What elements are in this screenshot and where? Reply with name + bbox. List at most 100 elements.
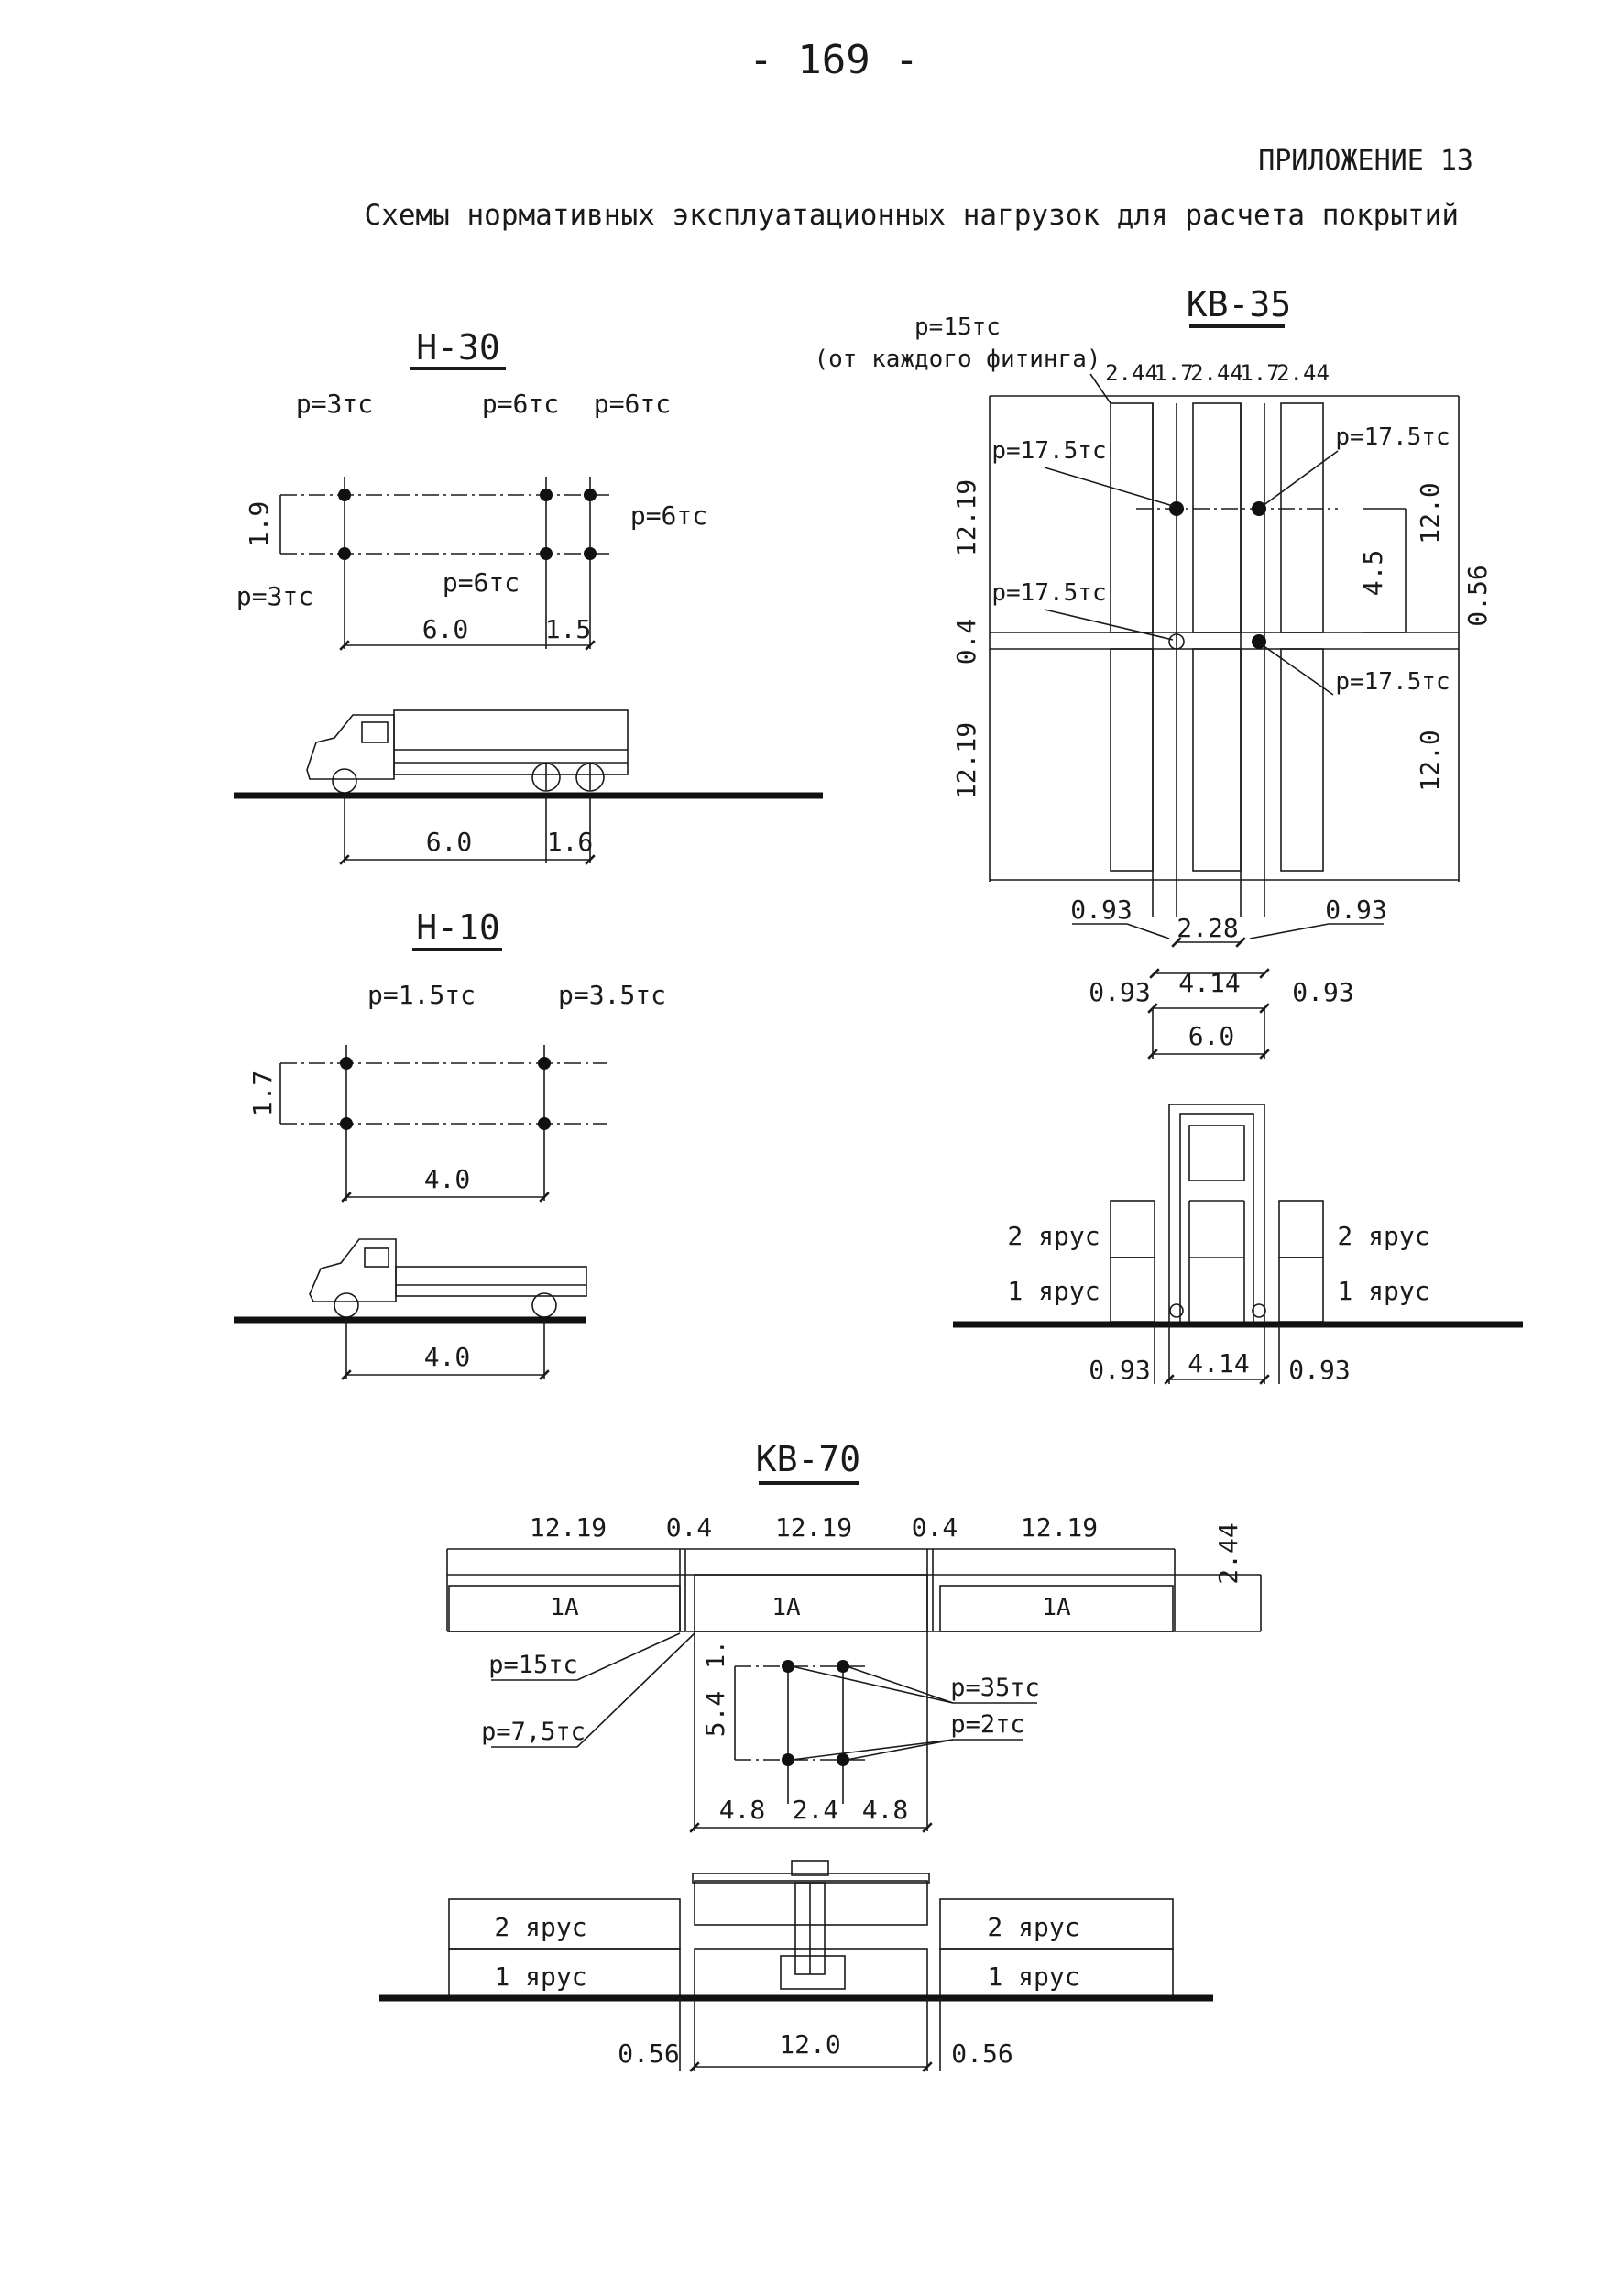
kb70-elevation [448,1860,1174,1997]
kb70-load-point [837,1660,849,1673]
kb70-tier2-left: 2 ярус [494,1912,586,1942]
h10-truck-icon [309,1238,587,1318]
h10-title: Н-10 [416,907,500,948]
kb70-dim-vert-big: 5.4 [700,1691,730,1738]
h30-truck-base: 6.0 [426,827,473,857]
h10-wheel-point [538,1117,551,1130]
h30-truck-axle: 1.6 [547,827,594,857]
kb35-container [1280,402,1324,633]
kb35-elevation [1110,1104,1324,1324]
h30-load-top-left: p=3тс [296,389,373,419]
kb70-top-dim: 0.4 [666,1512,713,1543]
kb35-container [1110,648,1154,872]
h30-scheme: Н-30 p=3тс p=6тс p=6тс p=6тс p=3тс p=6тс… [234,327,823,865]
kb35-top-dim: 2.44 [1190,360,1243,386]
h30-wheel-point [338,547,351,560]
h30-load-top-right: p=6тс [594,389,671,419]
kb35-container-stack [1110,1257,1155,1323]
kb35-title: КВ-35 [1187,284,1291,324]
kb35-dim-len-bottom: 12.19 [951,722,981,799]
kb35-wheel-load: p=17.5тс [991,579,1106,607]
kb70-top-dim: 12.19 [775,1512,852,1543]
kb35-dim-60: 6.0 [1188,1021,1235,1051]
kb70-load-point [837,1753,849,1766]
h10-wheel-point [538,1057,551,1070]
kb35-crane-frame [1168,1104,1265,1324]
kb35-tier1-right: 1 ярус [1337,1276,1429,1306]
kb35-fitting-load: p=15тс [914,313,1001,341]
h10-dim-width: 1.7 [247,1071,278,1117]
kb35-container [1192,648,1242,872]
kb35-dim-right-mid: 4.5 [1358,550,1388,597]
kb35-dim-093-b-right: 0.93 [1292,977,1353,1007]
kb35-dim-right-gap: 0.56 [1462,565,1493,626]
appendix-label: ПРИЛОЖЕНИЕ 13 [1258,145,1473,177]
h30-load-bottom-left: p=3тс [236,581,313,611]
kb70-title: КВ-70 [756,1439,860,1479]
kb35-fitting-note: (от каждого фитинга) [814,346,1100,373]
kb35-wheel-load: p=17.5тс [991,437,1106,465]
h10-wheel-point [340,1117,353,1130]
kb70-bottom-dim: 4.8 [862,1795,909,1825]
h10-load-left: p=1.5тс [367,980,476,1010]
h10-wheel-point [340,1057,353,1070]
h30-load-bottom-mid: p=6тс [443,567,520,598]
kb70-bottom-dim: 4.8 [719,1795,766,1825]
kb35-wheel-point [1168,633,1185,650]
kb35-elev-right: 0.93 [1288,1355,1350,1385]
kb35-wheel-load: p=17.5тс [1335,423,1450,451]
h10-load-right: p=3.5тс [558,980,666,1010]
kb70-load-point [782,1753,794,1766]
kb70-tier1-left: 1 ярус [494,1961,586,1992]
kb70-crane-icon [692,1860,930,1997]
kb35-dim-228: 2.28 [1177,913,1238,943]
h30-wheel-point [540,547,553,560]
kb70-container-label: 1А [550,1594,579,1621]
kb70-tier1-right: 1 ярус [987,1961,1079,1992]
kb35-elev-left: 0.93 [1089,1355,1150,1385]
kb70-tier2-right: 2 ярус [987,1912,1079,1942]
kb35-container-stack [1110,1200,1155,1258]
h30-dim-base: 6.0 [422,614,469,644]
kb35-top-dim: 1.7 [1240,360,1279,386]
h30-title: Н-30 [416,327,500,368]
kb35-elev-mid: 4.14 [1188,1348,1249,1379]
kb35-container [1280,648,1324,872]
kb35-wheel-point [1169,501,1184,516]
kb35-container [1192,402,1242,633]
kb35-container-stack [1278,1200,1324,1258]
kb35-dim-gap: 0.4 [951,619,981,665]
kb70-load-p35: p=35тс [950,1674,1040,1702]
h30-wheel-point [584,489,597,501]
kb70-dim-vert-small: 1. [703,1640,730,1668]
h30-load-right: p=6тс [630,500,707,531]
kb70-elev-right: 0.56 [951,2038,1012,2069]
kb35-dim-093-b-left: 0.93 [1089,977,1150,1007]
h30-wheel-point [540,489,553,501]
h30-dim-width: 1.9 [244,501,274,548]
kb35-tier2-left: 2 ярус [1007,1221,1100,1251]
h30-load-top-mid: p=6тс [482,389,559,419]
h30-wheel-point [338,489,351,501]
kb35-container-stack [1278,1257,1324,1323]
kb35-wheel-point [1252,501,1266,516]
kb35-top-dim: 2.44 [1276,360,1330,386]
kb35-wheel-load: p=17.5тс [1335,668,1450,696]
kb35-container [1110,402,1154,633]
kb35-dim-093-left: 0.93 [1070,895,1132,925]
kb70-load-p15: p=15тс [488,1651,578,1679]
kb70-load-point [782,1660,794,1673]
kb70-container-label: 1А [1042,1594,1071,1621]
page-number: - 169 - [749,37,918,83]
kb35-top-dim: 2.44 [1105,360,1158,386]
kb70-container-label: 1А [772,1594,801,1621]
h10-scheme: Н-10 p=1.5тс p=3.5тс 1.7 4.0 4.0 [234,907,666,1380]
kb35-dim-414: 4.14 [1178,968,1240,998]
kb35-dim-093-right: 0.93 [1325,895,1386,925]
kb70-top-dim: 12.19 [1021,1512,1098,1543]
kb35-tier1-left: 1 ярус [1007,1276,1100,1306]
h30-truck-icon [306,709,629,794]
kb70-load-p2: p=2тс [950,1710,1024,1739]
h30-wheel-point [584,547,597,560]
